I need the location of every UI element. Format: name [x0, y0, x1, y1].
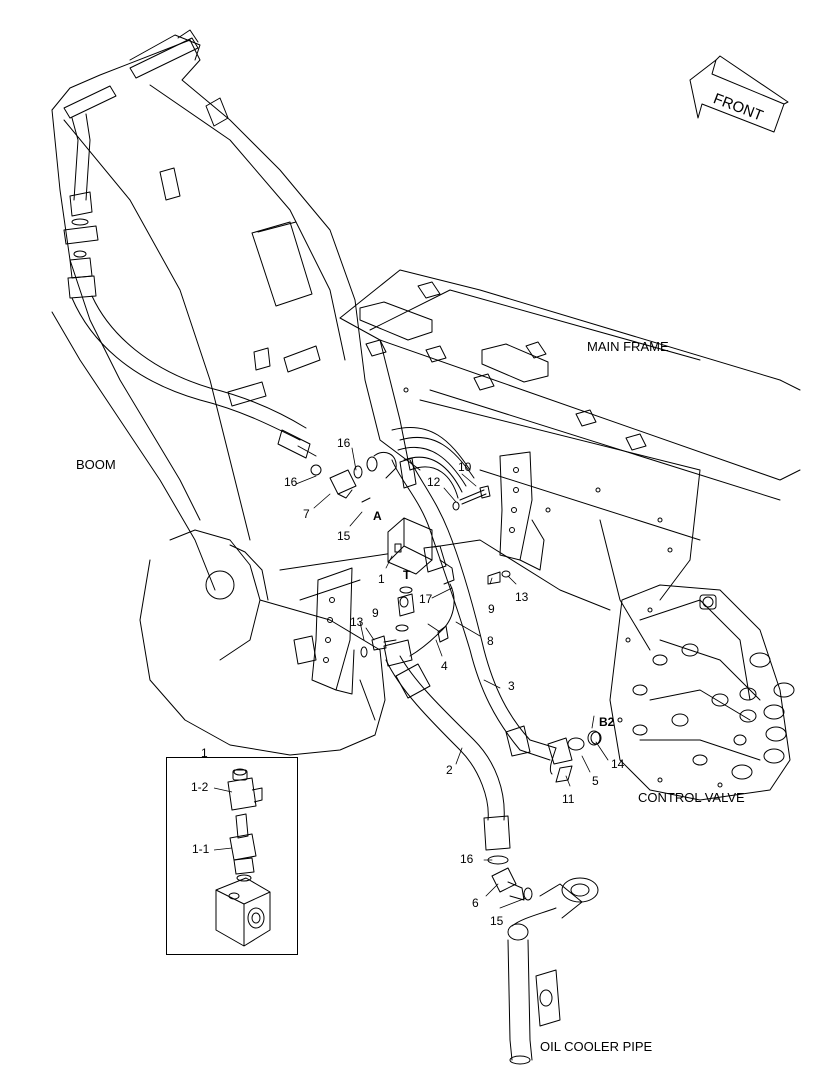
control-valve — [609, 584, 795, 801]
callout-9-right: 9 — [488, 602, 495, 616]
callout-16-bottom: 16 — [460, 852, 474, 866]
front-arrow — [689, 55, 789, 133]
solenoid-valve-assembly — [310, 452, 455, 657]
main-frame-label: MAIN FRAME — [587, 339, 669, 354]
callout-16-left: 16 — [284, 475, 298, 489]
callout-10: 10 — [458, 460, 472, 474]
callout-2: 2 — [446, 763, 453, 777]
callout-11: 11 — [562, 792, 575, 806]
main-frame-structure — [279, 269, 801, 651]
boom-label: BOOM — [76, 457, 116, 472]
oil-cooler-pipe — [491, 867, 599, 1065]
pipe-bundle — [391, 426, 475, 499]
upper-hose — [63, 113, 317, 459]
port-b2-label: B2 — [599, 715, 615, 729]
callout-17: 17 — [419, 592, 433, 606]
callout-6: 6 — [472, 896, 479, 910]
inset-drawing — [215, 768, 271, 947]
callout-15-lower: 15 — [490, 914, 504, 928]
inset-leaders — [213, 787, 233, 851]
boom-structure — [51, 29, 421, 756]
detail-inset-frame — [166, 757, 298, 955]
inset-label-1-2: 1-2 — [191, 780, 209, 794]
port-a-label: A — [373, 509, 382, 523]
callout-14: 14 — [611, 757, 625, 771]
callout-1: 1 — [378, 572, 385, 586]
brackets — [293, 451, 545, 695]
hose-2 — [383, 639, 511, 865]
callout-13-left: 13 — [350, 615, 364, 629]
callout-16-top: 16 — [337, 436, 351, 450]
port-t-label: T — [403, 568, 411, 582]
inset-label-1-1: 1-1 — [192, 842, 210, 856]
callout-8: 8 — [487, 634, 494, 648]
callout-9-left: 9 — [372, 606, 379, 620]
callout-4: 4 — [441, 659, 448, 673]
callout-3: 3 — [508, 679, 515, 693]
oil-cooler-pipe-label: OIL COOLER PIPE — [540, 1039, 653, 1054]
callout-12: 12 — [427, 475, 441, 489]
callout-7: 7 — [303, 507, 310, 521]
inset-title: 1 — [201, 746, 208, 760]
control-valve-label: CONTROL VALVE — [638, 790, 745, 805]
hose-3 — [391, 457, 601, 783]
leader-lines — [295, 447, 609, 909]
callout-5: 5 — [592, 774, 599, 788]
callout-13-right: 13 — [515, 590, 529, 604]
callout-15-upper: 15 — [337, 529, 351, 543]
